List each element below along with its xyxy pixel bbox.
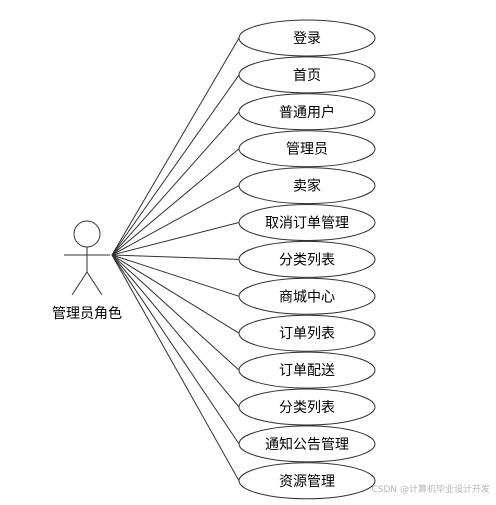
use-case-ellipse <box>238 56 376 94</box>
use-case-label: 分类列表 <box>279 252 335 268</box>
use-case: 卖家 <box>238 167 376 205</box>
use-case-label: 登录 <box>293 31 321 47</box>
use-case-ellipse <box>238 314 376 352</box>
use-case: 取消订单管理 <box>238 204 376 241</box>
use-case-ellipse <box>238 240 376 278</box>
use-case: 首页 <box>238 56 376 94</box>
association-line <box>111 222 240 256</box>
use-case-ellipse <box>238 130 376 168</box>
actor-admin: 管理员角色 <box>52 220 122 322</box>
association-line <box>111 254 240 334</box>
association-line <box>111 148 240 256</box>
association-line <box>111 74 240 256</box>
use-case-label: 卖家 <box>293 178 321 195</box>
use-case-label: 资源管理 <box>279 474 335 490</box>
use-case-ellipse <box>238 167 376 205</box>
use-case: 分类列表 <box>238 388 376 426</box>
association-line <box>111 254 240 371</box>
use-case-label: 商城中心 <box>279 289 335 305</box>
use-case: 订单列表 <box>238 314 376 352</box>
association-lines <box>111 37 240 482</box>
association-line <box>111 111 240 256</box>
use-case-ellipse <box>238 462 376 500</box>
use-case-label: 分类列表 <box>279 400 335 416</box>
use-case: 普通用户 <box>238 93 376 131</box>
association-line <box>111 254 240 445</box>
watermark: CSDN @计算机毕业设计开发 <box>371 485 490 495</box>
use-case-label: 取消订单管理 <box>265 216 349 232</box>
use-case: 登录 <box>238 19 376 57</box>
association-line <box>111 254 240 260</box>
use-case: 订单配送 <box>238 351 376 389</box>
actor-head <box>73 220 101 248</box>
actor-name: 管理员角色 <box>52 305 122 322</box>
use-cases: 登录首页普通用户管理员卖家取消订单管理分类列表商城中心订单列表订单配送分类列表通… <box>238 19 376 500</box>
use-case-ellipse <box>238 204 376 241</box>
use-case-label: 订单列表 <box>279 326 335 342</box>
use-case-ellipse <box>238 277 376 315</box>
use-case: 资源管理 <box>238 462 376 500</box>
use-case-ellipse <box>238 351 376 389</box>
use-case: 通知公告管理 <box>238 425 376 463</box>
association-line <box>111 185 240 256</box>
association-line <box>111 254 240 482</box>
association-line <box>111 37 240 256</box>
use-case-ellipse <box>238 425 376 463</box>
use-case-label: 管理员 <box>286 142 328 158</box>
use-case: 商城中心 <box>238 277 376 315</box>
association-line <box>111 254 240 408</box>
use-case-ellipse <box>238 19 376 57</box>
actor-right-leg <box>86 271 103 296</box>
actor-left-leg <box>71 271 88 296</box>
use-case: 分类列表 <box>238 240 376 278</box>
use-case-label: 订单配送 <box>279 363 335 379</box>
use-case-ellipse <box>238 388 376 426</box>
use-case-label: 首页 <box>293 68 321 84</box>
use-case: 管理员 <box>238 130 376 168</box>
association-line <box>111 254 240 297</box>
use-case-label: 通知公告管理 <box>265 436 349 453</box>
use-case-ellipse <box>238 93 376 131</box>
use-case-label: 普通用户 <box>279 104 335 121</box>
